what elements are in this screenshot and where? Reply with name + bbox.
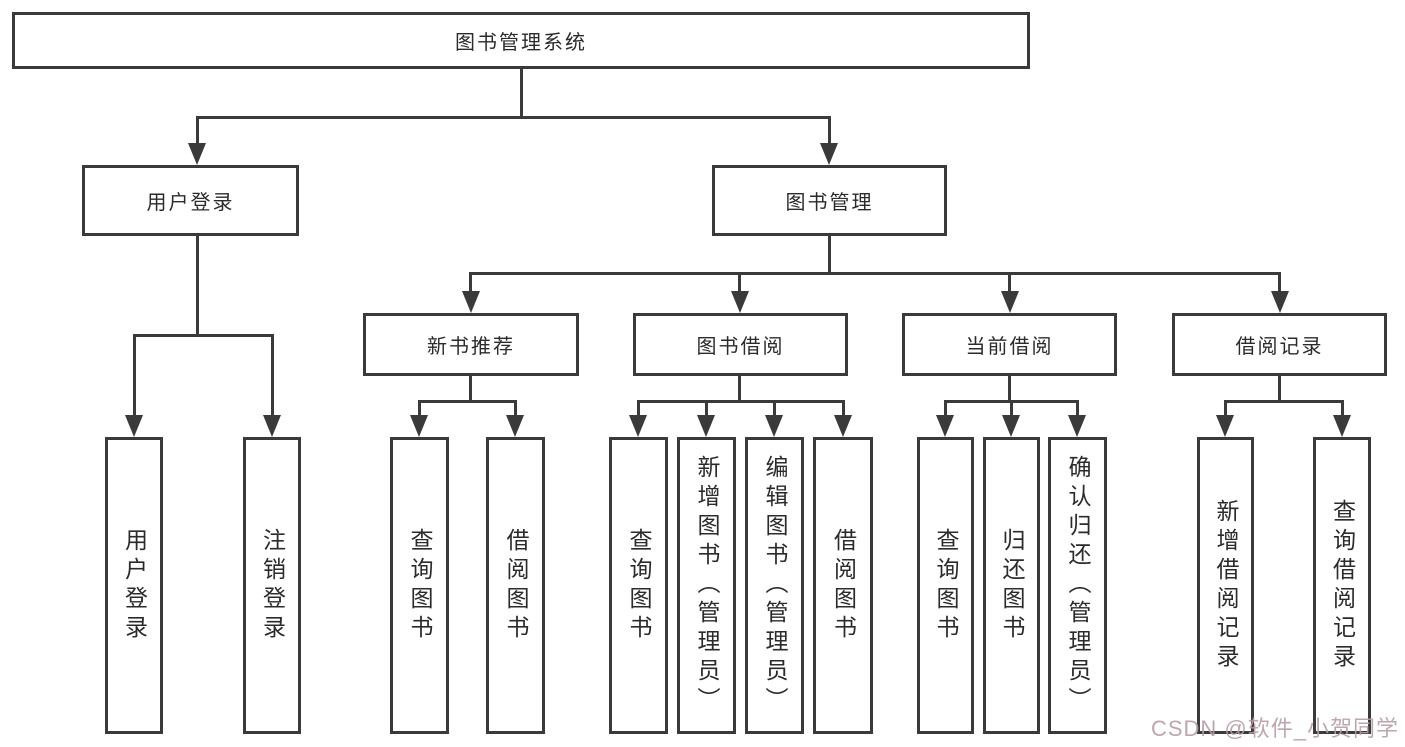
node-user-login-group: 用户登录 — [82, 165, 299, 236]
connector-rail — [418, 400, 517, 403]
arrow-down-icon — [1002, 415, 1020, 437]
node-borrow-edit-books-admin: 编辑图书（管理员） — [745, 437, 804, 734]
node-label: 归还图书 — [999, 527, 1025, 644]
node-label: 借阅记录 — [1235, 336, 1324, 358]
node-label: 图书管理 — [785, 192, 874, 214]
node-label: 新增图书（管理员） — [694, 455, 720, 716]
connector-stem — [271, 334, 274, 417]
node-label: 查询图书 — [626, 527, 652, 644]
node-borrow-records: 借阅记录 — [1172, 313, 1387, 376]
node-new-book-recommend: 新书推荐 — [363, 313, 579, 376]
node-label: 注销登录 — [259, 527, 286, 644]
connector-stem — [196, 236, 199, 337]
node-borrow-borrow-books: 借阅图书 — [813, 437, 873, 734]
arrow-down-icon — [820, 143, 838, 165]
connector-stem — [773, 400, 776, 417]
node-label: 图书借阅 — [696, 336, 785, 358]
node-user-login: 用户登录 — [105, 437, 163, 734]
connector-stem — [944, 400, 947, 417]
node-label: 当前借阅 — [965, 336, 1054, 358]
arrow-down-icon — [462, 291, 480, 313]
node-recommend-query-books: 查询图书 — [390, 437, 449, 734]
arrow-down-icon — [125, 415, 143, 437]
connector-stem — [637, 400, 640, 417]
node-label: 查询图书 — [933, 527, 959, 644]
connector-stem — [1341, 400, 1344, 417]
node-records-add-record: 新增借阅记录 — [1197, 437, 1254, 734]
connector-stem — [133, 334, 136, 417]
arrow-down-icon — [410, 415, 428, 437]
connector-stem — [196, 116, 199, 146]
node-recommend-borrow-books: 借阅图书 — [486, 437, 545, 734]
connector-stem — [469, 272, 472, 293]
connector-root-stem — [520, 68, 523, 119]
connector-stem — [418, 400, 421, 417]
connector-stem — [842, 400, 845, 417]
node-label: 编辑图书（管理员） — [762, 455, 788, 716]
node-records-query-record: 查询借阅记录 — [1313, 437, 1371, 734]
connector-stem — [705, 400, 708, 417]
node-label: 用户登录 — [121, 527, 148, 644]
node-label: 新书推荐 — [427, 336, 515, 358]
connector-stem — [1008, 272, 1011, 293]
connector-level2-rail — [196, 116, 831, 119]
arrow-down-icon — [765, 415, 783, 437]
arrow-down-icon — [936, 415, 954, 437]
connector-rail — [1224, 400, 1343, 403]
connector-stem — [828, 116, 831, 146]
connector-stem — [738, 272, 741, 293]
arrow-down-icon — [188, 143, 206, 165]
node-system-root: 图书管理系统 — [12, 12, 1030, 69]
connector-stem — [738, 376, 741, 403]
node-label: 图书管理系统 — [455, 32, 587, 54]
arrow-down-icon — [263, 415, 281, 437]
node-current-return-books: 归还图书 — [983, 437, 1040, 734]
node-book-borrow: 图书借阅 — [633, 313, 848, 376]
node-label: 查询图书 — [407, 527, 433, 644]
connector-rail — [133, 334, 274, 337]
csdn-watermark: CSDN @软件_小贺同学 — [1150, 716, 1399, 741]
arrow-down-icon — [1271, 291, 1289, 313]
node-logout: 注销登录 — [243, 437, 301, 734]
connector-level3-rail — [469, 272, 1281, 275]
arrow-down-icon — [629, 415, 647, 437]
arrow-down-icon — [834, 415, 852, 437]
connector-stem — [1008, 376, 1011, 403]
arrow-down-icon — [697, 415, 715, 437]
node-label: 用户登录 — [146, 192, 235, 214]
connector-rail — [637, 400, 844, 403]
node-borrow-query-books: 查询图书 — [609, 437, 668, 734]
connector-stem — [514, 400, 517, 417]
connector-stem — [469, 376, 472, 403]
arrow-down-icon — [731, 291, 749, 313]
node-label: 新增借阅记录 — [1213, 498, 1239, 673]
arrow-down-icon — [1216, 415, 1234, 437]
node-label: 确认归还（管理员） — [1065, 455, 1091, 716]
connector-stem — [828, 236, 831, 274]
connector-stem — [1278, 272, 1281, 293]
arrow-down-icon — [506, 415, 524, 437]
connector-stem — [1010, 400, 1013, 417]
node-label: 借阅图书 — [503, 527, 529, 644]
arrow-down-icon — [1001, 291, 1019, 313]
node-borrow-add-books-admin: 新增图书（管理员） — [677, 437, 736, 734]
node-label: 借阅图书 — [830, 527, 857, 644]
arrow-down-icon — [1333, 415, 1351, 437]
connector-stem — [1278, 376, 1281, 403]
node-label: 查询借阅记录 — [1329, 498, 1356, 673]
connector-stem — [1076, 400, 1079, 417]
node-book-management: 图书管理 — [712, 165, 947, 236]
node-current-query-books: 查询图书 — [917, 437, 974, 734]
node-current-borrow: 当前借阅 — [902, 313, 1117, 376]
node-current-confirm-return-admin: 确认归还（管理员） — [1048, 437, 1107, 734]
arrow-down-icon — [1068, 415, 1086, 437]
connector-stem — [1224, 400, 1227, 417]
